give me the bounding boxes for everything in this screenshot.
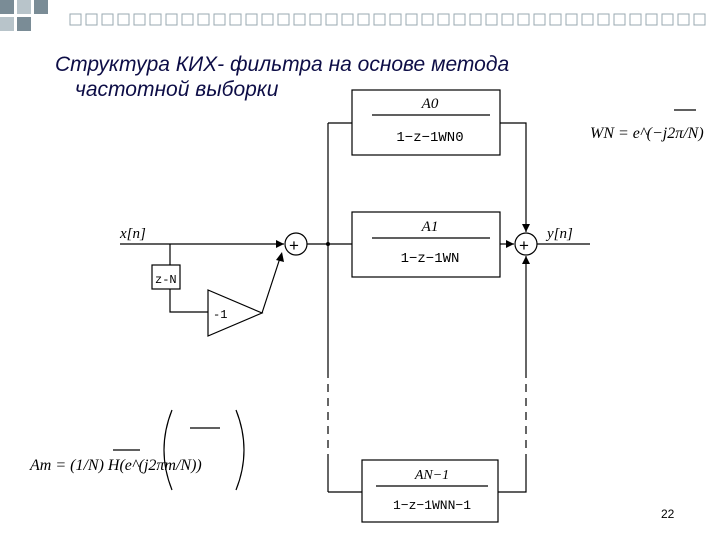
- branch-n-box: [361, 459, 499, 523]
- deco-checkbox: [485, 13, 498, 26]
- deco-checkbox: [693, 13, 706, 26]
- deco-checkbox: [149, 13, 162, 26]
- deco-checkbox: [597, 13, 610, 26]
- deco-checkbox: [277, 13, 290, 26]
- deco-checkbox: [245, 13, 258, 26]
- deco-checkbox: [165, 13, 178, 26]
- delay-block: [151, 264, 181, 290]
- slide-title: Структура КИХ- фильтра на основе метода …: [55, 52, 509, 102]
- output-label: y[n]: [545, 226, 573, 242]
- deco-checkbox: [645, 13, 658, 26]
- deco-checkbox: [293, 13, 306, 26]
- arrow-top: [522, 224, 530, 232]
- gain-to-adder-line: [261, 257, 281, 314]
- branch-n-numerator: AN−1: [414, 468, 449, 483]
- deco-checkbox: [117, 13, 130, 26]
- branch-n-output: [498, 460, 527, 493]
- deco-checkbox: [629, 13, 642, 26]
- deco-checkbox: [469, 13, 482, 26]
- branch-0-numerator: A0: [421, 96, 439, 112]
- deco-checkbox: [325, 13, 338, 26]
- branch-n-denominator: 1−z−1WNN−1: [393, 498, 471, 513]
- deco-checkbox: [389, 13, 402, 26]
- page-number: 22: [661, 507, 675, 521]
- deco-checkbox: [85, 13, 98, 26]
- delay-to-gain-line: [169, 289, 208, 313]
- branch-1-numerator: A1: [421, 219, 439, 235]
- deco-checkbox: [261, 13, 274, 26]
- deco-checkbox: [581, 13, 594, 26]
- left-adder-plus: +: [289, 236, 299, 255]
- arrow-bottom: [522, 256, 530, 264]
- title-line-1: Структура КИХ- фильтра на основе метода: [55, 53, 510, 76]
- deco-checkbox: [181, 13, 194, 26]
- deco-checkbox: [309, 13, 322, 26]
- junction-dot: [326, 242, 330, 246]
- deco-checkbox: [501, 13, 514, 26]
- deco-checkbox: [661, 13, 674, 26]
- arrow-mid: [506, 240, 514, 248]
- deco-checkbox: [421, 13, 434, 26]
- wn-formula: WN = e^(−j2π/N): [590, 125, 704, 142]
- checkbox-row-decoration: [69, 13, 706, 26]
- deco-checkbox: [357, 13, 370, 26]
- deco-checkbox: [533, 13, 546, 26]
- deco-checkbox: [437, 13, 450, 26]
- deco-checkbox: [517, 13, 530, 26]
- title-line-2: частотной выборки: [75, 78, 279, 102]
- branch-1-denominator: 1−z−1WN: [401, 251, 460, 267]
- deco-checkbox: [197, 13, 210, 26]
- deco-checkbox: [373, 13, 386, 26]
- deco-checkbox: [341, 13, 354, 26]
- branch-0-denominator: 1−z−1WN0: [396, 130, 463, 146]
- deco-checkbox: [69, 13, 82, 26]
- deco-checkbox: [549, 13, 562, 26]
- arrow-input: [276, 240, 284, 248]
- deco-checkbox: [133, 13, 146, 26]
- deco-checkbox: [405, 13, 418, 26]
- deco-checkbox: [453, 13, 466, 26]
- deco-checkbox: [229, 13, 242, 26]
- gain-label: -1: [213, 308, 227, 322]
- input-label: x[n]: [119, 226, 146, 242]
- branch-0-output: [500, 122, 527, 232]
- deco-checkbox: [101, 13, 114, 26]
- delay-label: z-N: [155, 273, 177, 287]
- arrow-gain: [276, 252, 284, 262]
- deco-checkbox: [565, 13, 578, 26]
- am-formula: Am = (1/N) H(e^(j2πm/N)): [29, 457, 202, 474]
- deco-checkbox: [677, 13, 690, 26]
- deco-checkbox: [613, 13, 626, 26]
- gain-triangle: [207, 289, 264, 337]
- deco-checkbox: [213, 13, 226, 26]
- right-adder-plus: +: [519, 236, 529, 255]
